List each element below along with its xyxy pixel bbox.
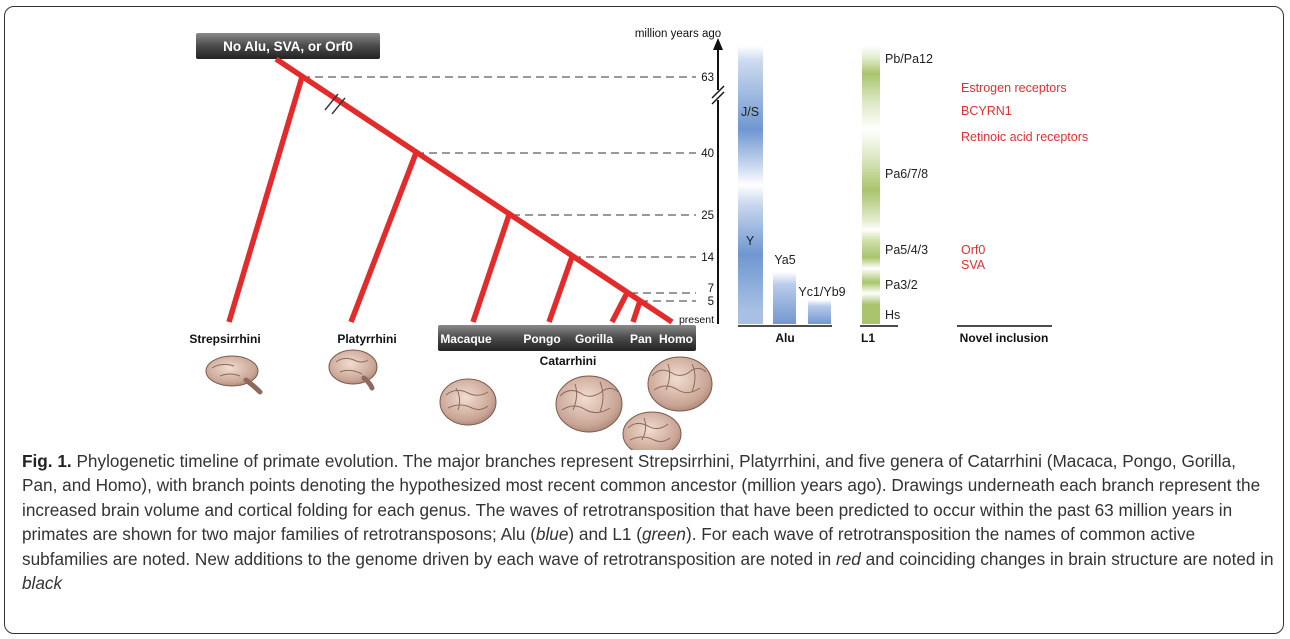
label-macaque: Macaque (440, 332, 492, 346)
brain-macaque-icon (439, 378, 497, 426)
novel-sva: SVA (961, 258, 986, 272)
trunk-break-mark (324, 93, 346, 115)
brain-platyrrhini-icon (328, 349, 378, 391)
novel-retinoic-acid-receptors: Retinoic acid receptors (961, 130, 1088, 144)
brain-homo-icon (647, 356, 713, 412)
caption-text-3: ). For each wave of retrotransposition t… (22, 524, 1196, 569)
alu-label-yc1-yb9: Yc1/Yb9 (798, 285, 845, 299)
label-platyrrhini: Platyrrhini (337, 332, 396, 346)
l1-bar (862, 46, 880, 324)
caption-word-green: green (642, 524, 686, 545)
l1-label-pb-pa12: Pb/Pa12 (885, 52, 933, 66)
label-pongo: Pongo (523, 332, 560, 346)
alu-heading: Alu (775, 331, 794, 345)
phylogenetic-tree (226, 56, 674, 325)
caption-text-4: and coinciding changes in brain structur… (860, 548, 1274, 569)
tree-trunk (274, 56, 674, 325)
alu-bar-js-y (738, 46, 763, 324)
axis-title: million years ago (635, 28, 721, 40)
caption-text-1: Phylogenetic timeline of primate evoluti… (22, 451, 1261, 545)
alu-label-ya5: Ya5 (774, 253, 795, 267)
tick-40: 40 (701, 148, 714, 160)
label-strepsirrhini: Strepsirrhini (189, 332, 260, 346)
novel-orf0: Orf0 (961, 243, 985, 257)
l1-label-pa32: Pa3/2 (885, 278, 918, 292)
novel-heading: Novel inclusion (960, 331, 1049, 345)
alu-bar-ya5 (773, 272, 796, 324)
tick-63: 63 (701, 72, 714, 84)
time-axis: million years ago 63 40 25 14 7 5 presen… (635, 28, 725, 326)
branch-strepsirrhini (226, 76, 305, 323)
label-gorilla: Gorilla (575, 332, 613, 346)
alu-bar-yc1-yb9 (808, 300, 831, 324)
novel-estrogen-receptors: Estrogen receptors (961, 81, 1067, 95)
tick-14: 14 (701, 252, 714, 264)
l1-column: Pb/Pa12 Pa6/7/8 Pa5/4/3 Pa3/2 Hs L1 (860, 46, 933, 345)
tick-present: present (679, 314, 714, 326)
catarrhini-label-bar: Macaque Pongo Gorilla Pan Homo (438, 325, 696, 351)
brain-pan-icon (622, 411, 682, 450)
branch-macaque (470, 214, 512, 323)
figure-caption: Fig. 1. Phylogenetic timeline of primate… (22, 449, 1274, 595)
l1-label-pa678: Pa6/7/8 (885, 167, 928, 181)
branch-pan (630, 300, 643, 323)
caption-word-blue: blue (535, 524, 569, 545)
alu-column: J/S Y Ya5 Yc1/Yb9 Alu (738, 46, 846, 345)
branch-platyrrhini (348, 152, 419, 323)
branch-gorilla (609, 291, 630, 324)
figure-frame (4, 6, 1284, 634)
time-gridlines (302, 76, 696, 302)
l1-label-pa543: Pa5/4/3 (885, 243, 928, 257)
caption-lead: Fig. 1. (22, 451, 72, 471)
caption-word-black: black (22, 573, 63, 594)
label-pan: Pan (630, 332, 652, 346)
phylogeny-figure: No Alu, SVA, or Orf0 million years ago 6… (189, 28, 1088, 450)
tick-5: 5 (708, 296, 714, 308)
brain-gorilla-icon (555, 375, 623, 433)
svg-text:No Alu, SVA, or Orf0: No Alu, SVA, or Orf0 (223, 39, 353, 54)
root-label: No Alu, SVA, or Orf0 (196, 33, 380, 59)
alu-label-js: J/S (741, 105, 759, 119)
brain-strepsirrhini-icon (205, 355, 263, 395)
label-homo: Homo (659, 332, 693, 346)
tick-25: 25 (701, 210, 714, 222)
caption-text-2: ) and L1 ( (568, 524, 642, 545)
novel-bcyrn1: BCYRN1 (961, 104, 1012, 118)
caption-word-red: red (836, 548, 861, 569)
tick-7: 7 (708, 283, 714, 295)
l1-label-hs: Hs (885, 308, 900, 322)
novel-inclusion-column: Estrogen receptors BCYRN1 Retinoic acid … (957, 81, 1088, 345)
branch-pongo (546, 256, 575, 323)
label-catarrhini: Catarrhini (540, 354, 597, 368)
alu-label-y: Y (746, 234, 755, 248)
l1-heading: L1 (861, 331, 875, 345)
